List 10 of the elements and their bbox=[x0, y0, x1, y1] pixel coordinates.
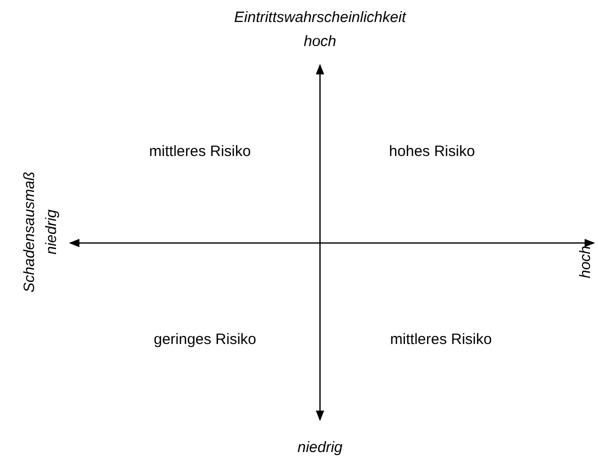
quadrant-label: geringes Risiko bbox=[154, 332, 256, 348]
axis-end-label: hoch bbox=[304, 34, 336, 50]
axis-title: Schadensausmaß bbox=[22, 172, 38, 292]
axis-title: Eintrittswahrscheinlichkeit bbox=[234, 10, 406, 26]
axis-end-label: hoch bbox=[578, 246, 594, 278]
axis-end-label: niedrig bbox=[297, 440, 343, 456]
quadrant-label: hohes Risiko bbox=[389, 144, 475, 160]
quadrant-label: mittleres Risiko bbox=[149, 144, 251, 160]
axis-end-label: niedrig bbox=[44, 209, 60, 255]
quadrant-label: mittleres Risiko bbox=[390, 332, 492, 348]
